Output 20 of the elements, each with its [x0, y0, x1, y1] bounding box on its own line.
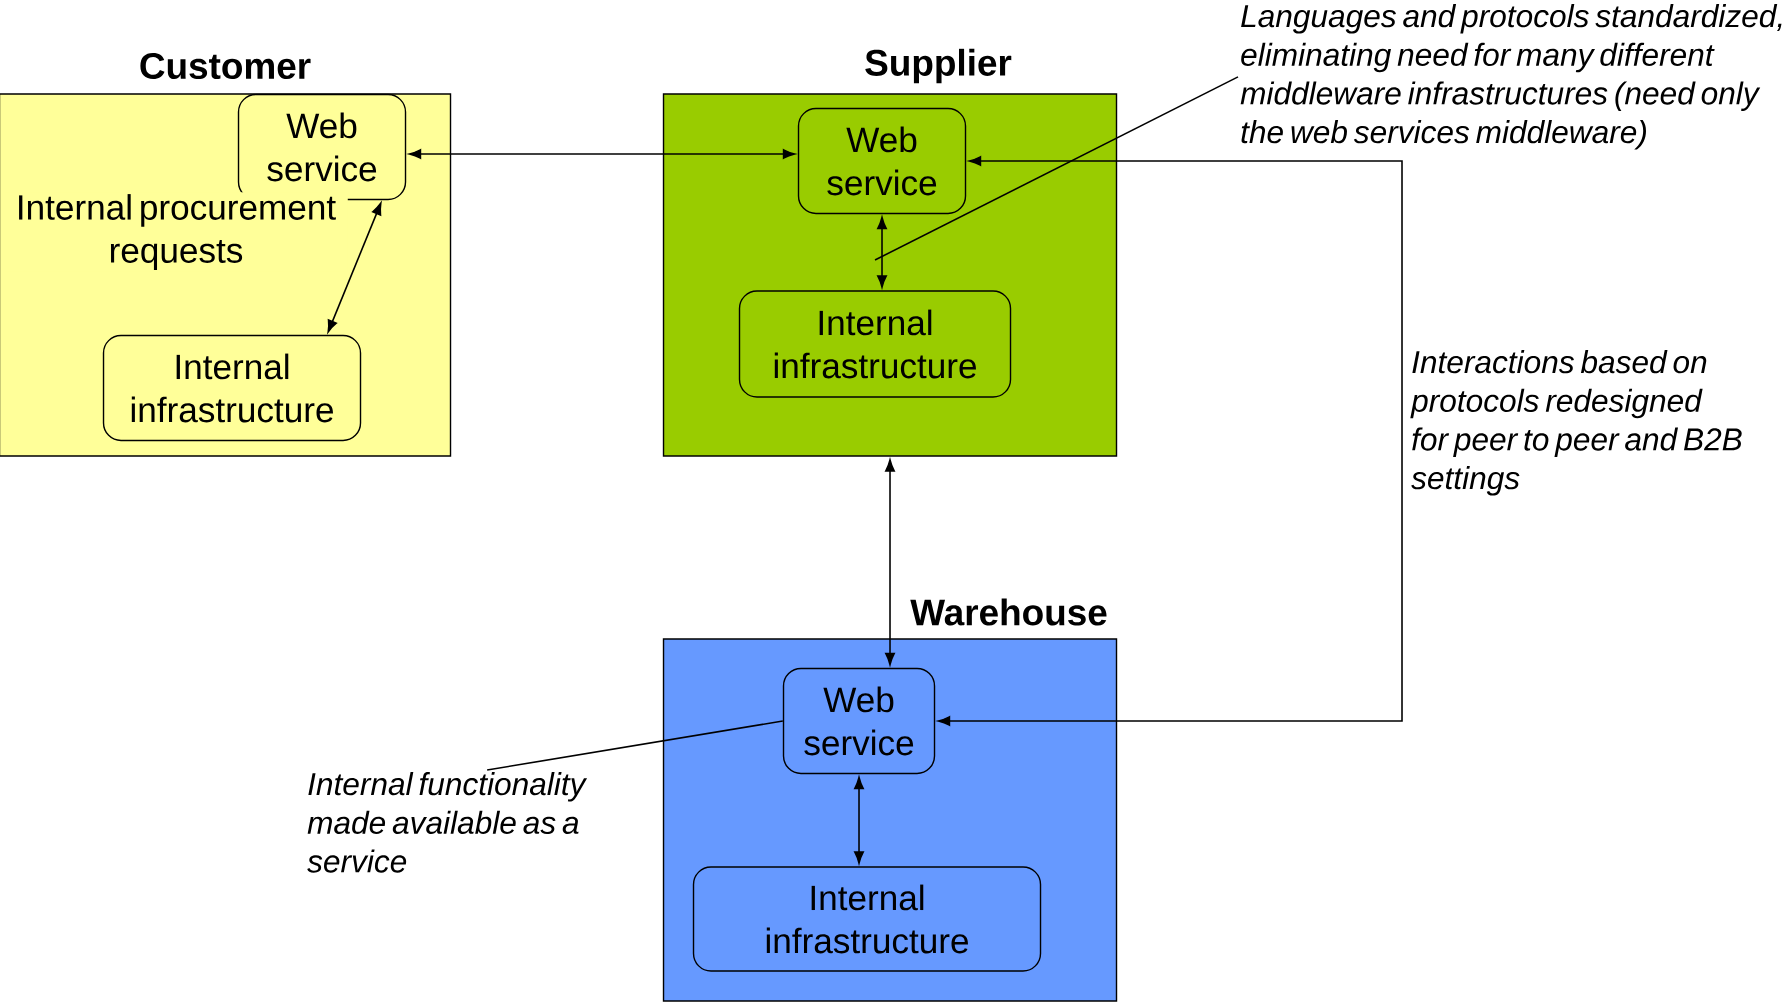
arrow [937, 156, 1403, 726]
note-text: Languages and protocols standardized, eliminating need for many different middleware infrastructures (need only the web services middleware) [1240, 4, 1782, 150]
group-title: Supplier [865, 48, 1012, 84]
leader-line [874, 76, 1239, 261]
arrow [327, 202, 382, 333]
process-box: Web service [782, 667, 936, 775]
group-title: Warehouse [910, 598, 1107, 626]
arrow [885, 459, 895, 666]
arrow [877, 216, 887, 288]
process-box: Internal infrastructure [102, 334, 362, 442]
arrow [408, 149, 796, 159]
edge-label: Internal procurement requests [4, 192, 348, 272]
note-text: Internal functionality made available as a service [307, 772, 588, 873]
edge-label: Interactions based on protocols redesigned for peer to peer and B2B settings [1409, 348, 1783, 498]
process-box: Web service [797, 107, 967, 215]
process-box: Internal infrastructure [738, 290, 1012, 398]
group-title: Customer [140, 52, 311, 80]
leader-line [486, 720, 784, 771]
process-box: Internal infrastructure [692, 866, 1042, 972]
arrow [854, 776, 864, 864]
